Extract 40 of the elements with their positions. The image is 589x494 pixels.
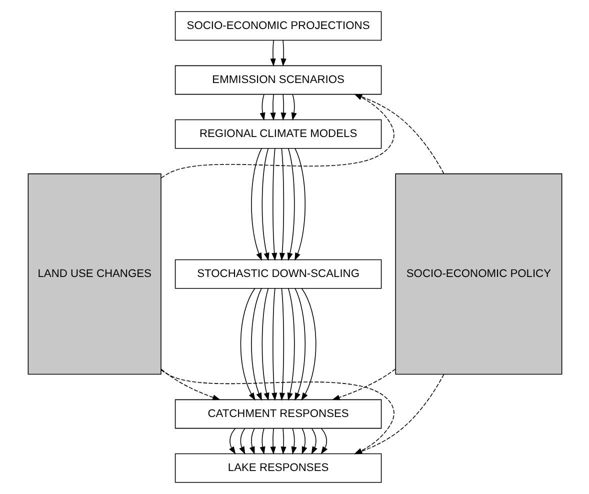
arrow <box>270 40 276 67</box>
arrow <box>270 428 276 455</box>
arrow <box>240 288 255 401</box>
arrow <box>278 148 285 261</box>
arrow <box>280 40 286 67</box>
arrow <box>248 428 254 455</box>
arrow <box>280 94 286 121</box>
arrow <box>286 288 294 401</box>
arrow <box>250 288 262 401</box>
arrow <box>250 148 262 261</box>
arrow <box>259 94 265 121</box>
node-box: REGIONAL CLIMATE MODELS <box>174 119 382 149</box>
arrow <box>278 288 285 401</box>
arrow <box>160 368 220 400</box>
arrow <box>294 148 305 261</box>
arrow <box>320 428 328 454</box>
arrow <box>280 428 286 455</box>
arrow <box>290 428 296 455</box>
node-box: CATCHMENT RESPONSES <box>174 399 382 429</box>
node-box: SOCIO-ECONOMIC POLICY <box>394 173 562 375</box>
arrow <box>301 428 307 455</box>
arrow <box>261 148 269 261</box>
arrow <box>271 148 277 261</box>
node-box: SOCIO-ECONOMIC PROJECTIONS <box>174 11 382 41</box>
arrow <box>300 288 316 401</box>
arrow <box>228 428 236 454</box>
node-box: LAND USE CHANGES <box>27 173 161 375</box>
arrow <box>259 428 265 455</box>
arrow <box>294 288 305 401</box>
arrow <box>310 428 317 454</box>
node-box: STOCHASTIC DOWN-SCALING <box>174 259 382 289</box>
arrow <box>286 148 294 261</box>
arrow <box>238 428 245 454</box>
arrow <box>331 368 396 400</box>
arrow <box>270 94 276 121</box>
arrow <box>261 288 269 401</box>
arrow <box>271 288 277 401</box>
node-box: LAKE RESPONSES <box>174 453 382 483</box>
arrow <box>290 94 296 121</box>
node-box: EMMISSION SCENARIOS <box>174 65 382 95</box>
